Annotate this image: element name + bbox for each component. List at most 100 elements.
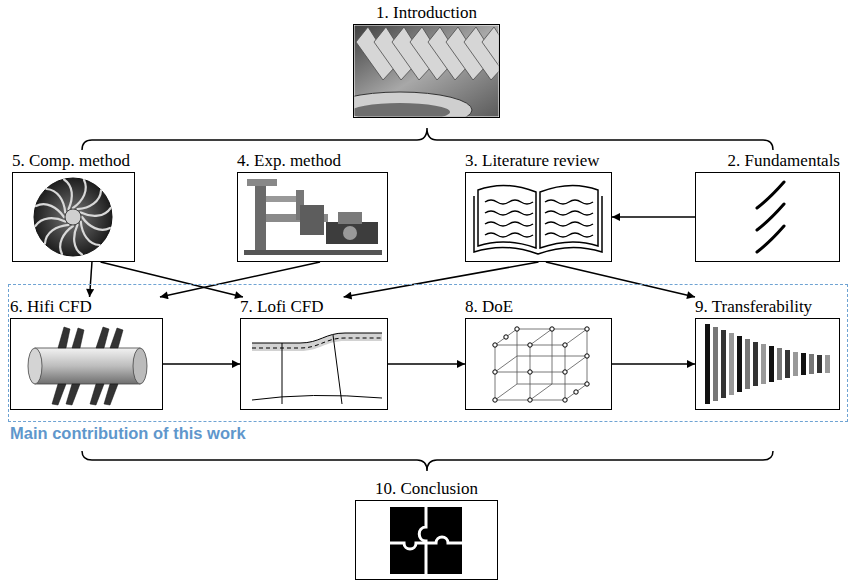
region-label: Main contribution of this work bbox=[10, 424, 246, 443]
rotor-model bbox=[35, 348, 140, 384]
stripe-funnel bbox=[705, 324, 710, 404]
stage-box bbox=[240, 318, 388, 410]
doe-cube bbox=[574, 390, 578, 394]
impeller-icon bbox=[82, 217, 110, 230]
impeller-icon bbox=[34, 178, 112, 256]
book-icon bbox=[485, 211, 533, 215]
doe-cube bbox=[563, 398, 567, 402]
brace bbox=[82, 451, 773, 471]
stage-title: 8. DoE bbox=[465, 297, 513, 316]
cascade-blades bbox=[757, 182, 784, 208]
meridional-sketch bbox=[252, 338, 382, 348]
flow-arrow bbox=[388, 363, 465, 365]
rotor-model bbox=[110, 328, 123, 348]
impeller-icon bbox=[34, 178, 112, 256]
book-icon bbox=[485, 233, 533, 237]
rotor-model bbox=[58, 327, 70, 348]
rotor-model bbox=[28, 327, 147, 405]
stage-heading: 3. Literature review bbox=[465, 151, 612, 170]
doe-cube bbox=[585, 382, 589, 386]
rotor-model bbox=[52, 384, 66, 405]
impeller-icon bbox=[60, 226, 73, 254]
stage-title: 6. Hifi CFD bbox=[10, 297, 92, 316]
doe-cube bbox=[493, 398, 497, 402]
doe-cube bbox=[563, 370, 567, 374]
flow-arrow bbox=[612, 363, 695, 365]
doe-cube bbox=[495, 329, 587, 400]
stage-title: 1. Introduction bbox=[376, 3, 477, 22]
stripe-funnel bbox=[801, 353, 806, 375]
stage-box bbox=[355, 500, 498, 580]
stage-heading: 10. Conclusion bbox=[355, 479, 498, 498]
rotor-model bbox=[90, 384, 104, 405]
doe-cube bbox=[504, 335, 508, 339]
impeller-icon bbox=[74, 222, 105, 247]
flow-arrow bbox=[101, 262, 243, 297]
doe-cube bbox=[493, 327, 589, 402]
impeller-icon bbox=[55, 179, 80, 210]
rotor-model bbox=[52, 327, 123, 405]
rotor-model bbox=[96, 327, 109, 348]
puzzle-icon bbox=[390, 507, 462, 574]
stage-box bbox=[353, 24, 500, 118]
flow-arrow bbox=[344, 262, 539, 297]
stage-title: 4. Exp. method bbox=[237, 151, 341, 170]
impeller-icon bbox=[35, 179, 112, 256]
doe-cube bbox=[495, 329, 587, 400]
test-rig bbox=[247, 179, 277, 186]
contribution-region: Main contribution of this work6. Hifi CF… bbox=[8, 284, 848, 422]
puzzle-icon bbox=[390, 507, 462, 574]
stage-heading: 9. Transferability bbox=[695, 297, 840, 316]
doe-cube bbox=[528, 398, 532, 402]
book-icon bbox=[545, 211, 593, 215]
meridional-sketch bbox=[252, 333, 382, 404]
doe-cube bbox=[528, 370, 532, 374]
test-rig bbox=[266, 196, 296, 202]
rotor-model bbox=[28, 348, 42, 384]
stripe-funnel bbox=[769, 346, 774, 382]
stage-box bbox=[465, 172, 612, 262]
stripe-funnel bbox=[753, 342, 758, 386]
book-icon bbox=[545, 222, 593, 226]
stage-box bbox=[237, 172, 388, 262]
test-rig bbox=[244, 179, 382, 255]
stage-box bbox=[695, 318, 840, 410]
meridional-sketch bbox=[252, 333, 382, 351]
meridional-sketch bbox=[333, 335, 342, 404]
turbine-photo bbox=[355, 26, 499, 117]
turbine-photo bbox=[356, 27, 499, 80]
stage-heading: 2. Fundamentals bbox=[695, 151, 840, 170]
stage-heading: 8. DoE bbox=[465, 297, 612, 316]
stage-title: 3. Literature review bbox=[465, 151, 600, 170]
test-rig bbox=[326, 222, 378, 244]
stage-node: 3. Literature review bbox=[465, 151, 612, 262]
stage-box bbox=[12, 172, 135, 262]
impeller-icon bbox=[78, 185, 103, 216]
turbine-photo bbox=[482, 27, 499, 80]
doe-cube bbox=[493, 370, 497, 374]
impeller-icon bbox=[43, 218, 68, 249]
rotor-model bbox=[72, 328, 84, 348]
flow-arrow bbox=[90, 262, 92, 297]
cascade-blades bbox=[757, 182, 784, 252]
stage-node: 2. Fundamentals bbox=[695, 151, 840, 262]
book-icon bbox=[485, 200, 593, 237]
test-rig bbox=[343, 226, 357, 240]
book-icon bbox=[474, 185, 602, 254]
impeller-icon bbox=[65, 209, 81, 225]
doe-cube bbox=[493, 343, 497, 347]
stripe-funnel bbox=[825, 355, 830, 373]
stage-box bbox=[10, 318, 163, 410]
turbine-photo bbox=[355, 92, 473, 117]
stage-box bbox=[695, 172, 840, 262]
stage-title: 10. Conclusion bbox=[375, 479, 478, 498]
meridional-sketch bbox=[252, 333, 382, 343]
stage-heading: 4. Exp. method bbox=[237, 151, 388, 170]
stage-title: 2. Fundamentals bbox=[728, 151, 840, 170]
stripe-funnel bbox=[777, 348, 782, 380]
doe-cube bbox=[563, 343, 567, 347]
test-rig bbox=[338, 212, 362, 224]
meridional-sketch bbox=[282, 343, 283, 404]
stage-title: 7. Lofi CFD bbox=[240, 297, 324, 316]
book-icon bbox=[478, 185, 536, 248]
